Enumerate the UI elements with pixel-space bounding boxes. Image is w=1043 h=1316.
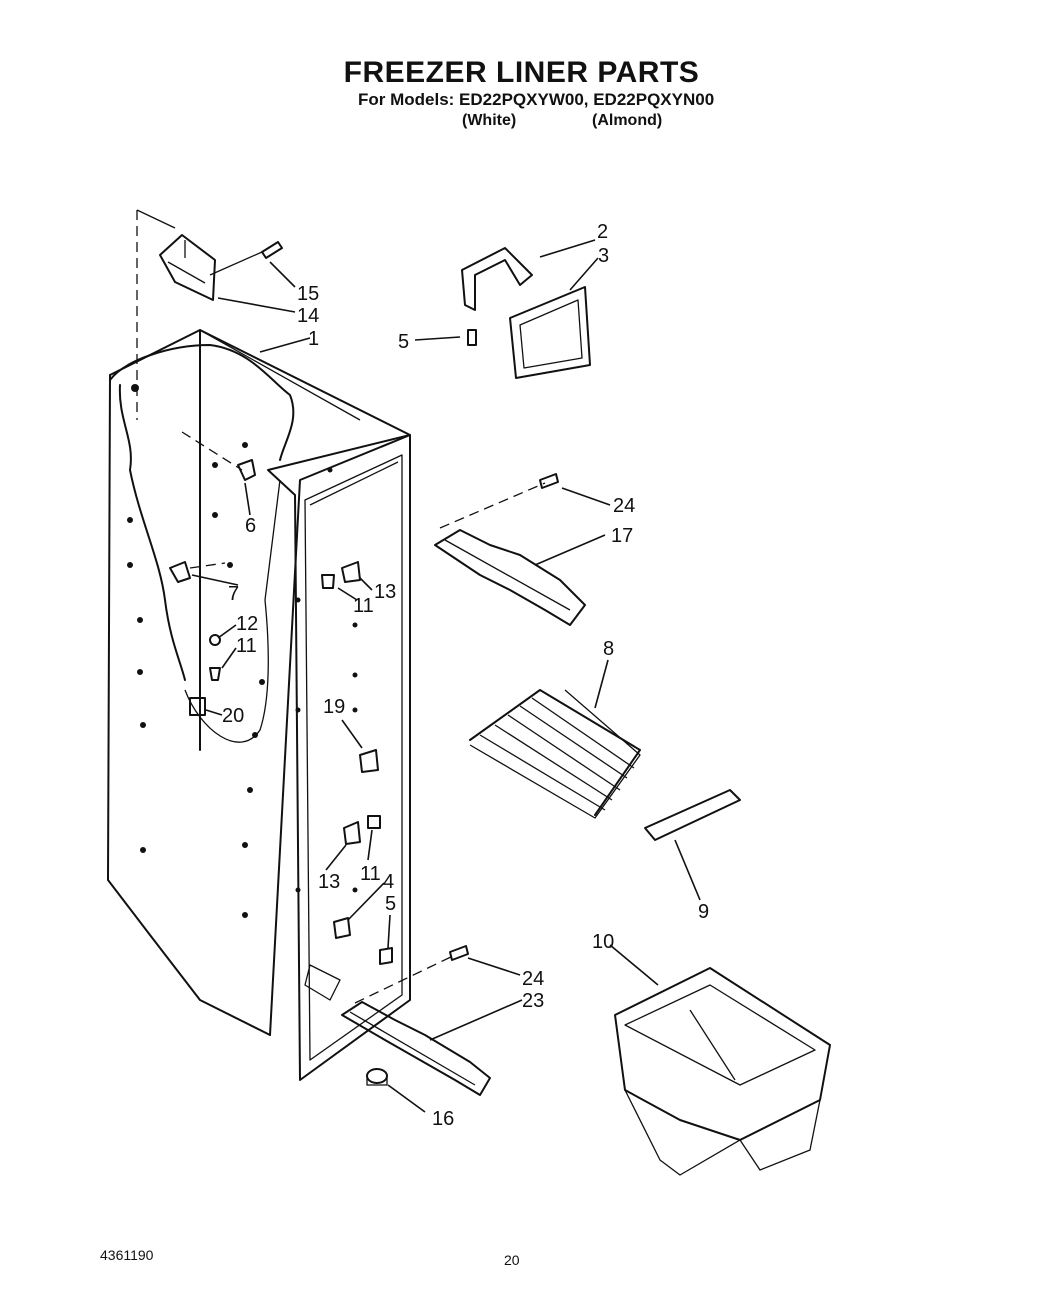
leader-lines: [191, 239, 701, 1113]
bracket-2: [461, 247, 533, 311]
callout-20: 20: [222, 705, 244, 727]
clip-13-lower: [343, 821, 361, 845]
callout-17: 17: [611, 525, 633, 547]
clip-12: [209, 634, 221, 646]
callout-14: 14: [297, 305, 319, 327]
bracket-14: [159, 234, 216, 301]
screw-24-upper: [539, 473, 559, 489]
callout-5-lower: 5: [385, 893, 396, 915]
trim-9: [644, 789, 741, 841]
callout-9: 9: [698, 901, 709, 923]
callout-15: 15: [297, 283, 319, 305]
plug-16: [366, 1068, 388, 1086]
callout-8: 8: [603, 638, 614, 660]
screw-15: [261, 241, 283, 259]
panel-3: [509, 286, 591, 379]
rail-23: [341, 1001, 491, 1096]
page-title: FREEZER LINER PARTS: [343, 56, 700, 89]
callout-23: 23: [522, 990, 544, 1012]
bin-10: [614, 967, 831, 1176]
callout-13-lower: 13: [318, 871, 340, 893]
callout-16: 16: [432, 1108, 454, 1130]
callout-4: 4: [383, 871, 394, 893]
shelf-8: [469, 689, 641, 819]
variant-almond: (Almond): [592, 112, 663, 129]
clip-11-left: [209, 667, 221, 681]
callout-3: 3: [598, 245, 609, 267]
callout-24-upper: 24: [613, 495, 635, 517]
clip-11-lower: [367, 815, 381, 829]
page-number: 20: [504, 1252, 520, 1268]
models-line: For Models: ED22PQXYW00, ED22PQXYN00: [358, 90, 715, 109]
callout-2: 2: [597, 221, 608, 243]
clip-13-upper: [341, 561, 361, 583]
document-number: 4361190: [100, 1247, 154, 1263]
screw-5-top: [467, 329, 477, 346]
callout-19: 19: [323, 696, 345, 718]
callout-labels: 1 2 3 5 15 14 6 7 12 11 20 24 17 13 11 8…: [222, 221, 709, 1130]
callout-12: 12: [236, 613, 258, 635]
callout-13-upper: 13: [374, 581, 396, 603]
callout-11-lower: 11: [360, 863, 381, 885]
callout-1: 1: [308, 328, 319, 350]
freezer-liner: [107, 329, 411, 1081]
callout-7: 7: [228, 583, 239, 605]
clip-4: [333, 917, 351, 939]
clip-11-upper: [321, 574, 335, 589]
clip-7: [169, 561, 226, 583]
clip-20: [189, 697, 206, 716]
callout-11-upper: 11: [353, 595, 374, 617]
callout-24-lower: 24: [522, 968, 544, 990]
callout-6: 6: [245, 515, 256, 537]
clip-6: [237, 459, 256, 481]
callout-11: 11: [236, 635, 257, 657]
variant-white: (White): [462, 112, 517, 129]
callout-5: 5: [398, 331, 409, 353]
clip-19: [359, 749, 379, 773]
callout-10: 10: [592, 931, 614, 953]
screw-5-lower: [379, 947, 393, 965]
screw-24-lower: [449, 945, 469, 961]
rail-17: [434, 529, 586, 626]
